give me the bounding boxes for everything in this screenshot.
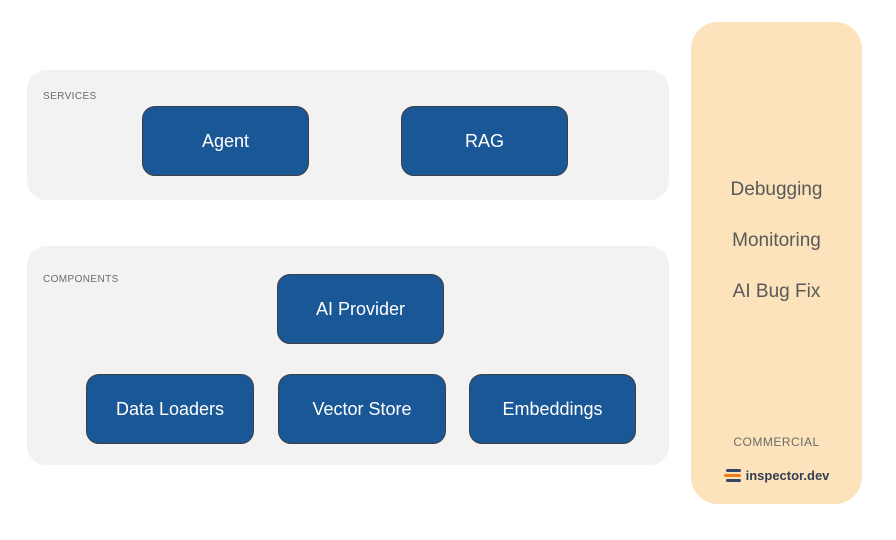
node-rag: RAG xyxy=(401,106,568,176)
services-panel: SERVICES Agent RAG xyxy=(27,70,669,200)
feature-debugging: Debugging xyxy=(730,179,823,200)
components-panel-label: COMPONENTS xyxy=(43,274,119,285)
components-panel: COMPONENTS AI Provider Data Loaders Vect… xyxy=(27,246,669,465)
node-ai-provider: AI Provider xyxy=(277,274,444,344)
commercial-tier-label: COMMERCIAL xyxy=(733,435,820,449)
services-panel-label: SERVICES xyxy=(43,91,97,102)
feature-ai-bug-fix: AI Bug Fix xyxy=(732,281,821,302)
commercial-sidebar: Debugging Monitoring AI Bug Fix COMMERCI… xyxy=(691,22,862,504)
feature-monitoring: Monitoring xyxy=(732,230,821,251)
brand: inspector.dev xyxy=(691,468,862,483)
node-embeddings: Embeddings xyxy=(469,374,636,444)
sidebar-feature-list: Debugging Monitoring AI Bug Fix xyxy=(691,178,862,331)
node-vector-store: Vector Store xyxy=(278,374,446,444)
node-agent: Agent xyxy=(142,106,309,176)
inspector-logo-icon xyxy=(723,469,741,482)
node-data-loaders: Data Loaders xyxy=(86,374,254,444)
brand-text: inspector.dev xyxy=(745,468,830,483)
